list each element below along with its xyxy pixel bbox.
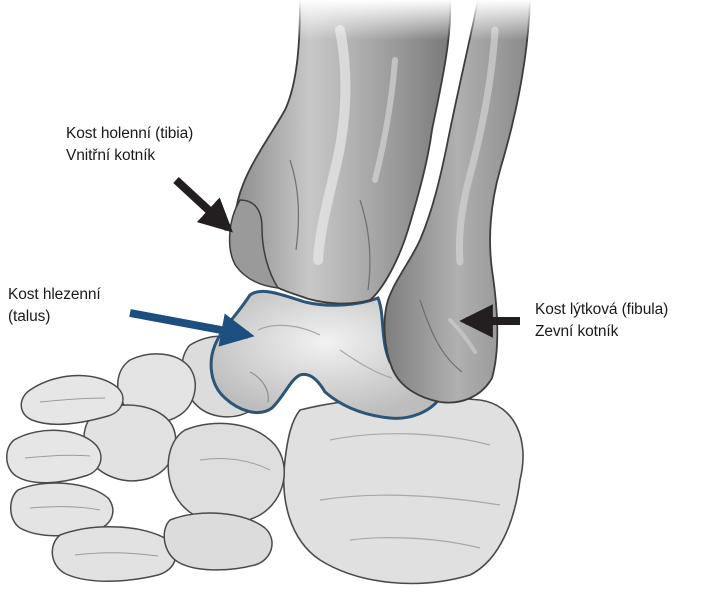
talus-label-line1: Kost hlezenní [8,284,101,306]
cuboid-bone [168,423,284,523]
metatarsal-5 [164,513,272,570]
metatarsal-2 [7,430,101,482]
metatarsal-4 [52,527,175,581]
tibia-label-line1: Kost holenní (tibia) [66,123,193,145]
fibula-label-line2: Zevní kotník [535,321,668,343]
tibia-label: Kost holenní (tibia) Vnitřní kotník [66,123,193,167]
fibula-label-line1: Kost lýtková (fibula) [535,299,668,321]
tibia-pointer-arrow [176,180,228,228]
tibia-label-line2: Vnitřní kotník [66,145,193,167]
talus-label-line2: (talus) [8,306,101,328]
talus-label: Kost hlezenní (talus) [8,284,101,328]
fibula-label: Kost lýtková (fibula) Zevní kotník [535,299,668,343]
calcaneus-bone [284,397,523,583]
